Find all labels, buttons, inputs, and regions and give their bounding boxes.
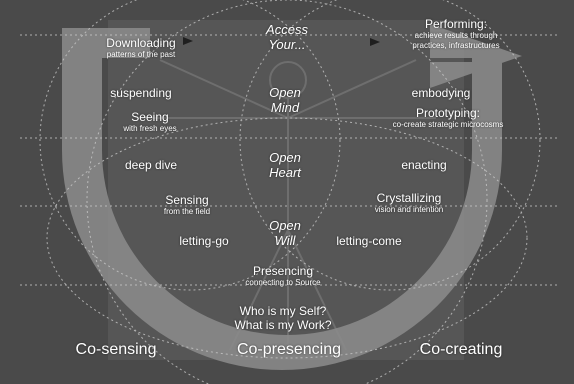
right-arrow-icon	[370, 38, 380, 46]
will-word: Will	[274, 233, 296, 248]
performing-title: Performing:	[424, 17, 488, 31]
seeing-title: Seeing	[131, 110, 169, 124]
open-heart-label: Open Heart	[269, 150, 301, 180]
questions-block: Who is my Self? What is my Work?	[234, 304, 331, 332]
prototyping-subtitle: co-create strategic microcosms	[392, 120, 504, 129]
co-creating-label: Co-creating	[419, 341, 503, 358]
presencing-subtitle: connecting to Source	[245, 278, 321, 287]
u-shape-arrow	[62, 24, 522, 370]
downloading-label: Downloading patterns of the past	[106, 36, 175, 60]
sensing-title: Sensing	[165, 193, 209, 207]
presencing-label: Presencing connecting to Source	[245, 264, 320, 288]
crystallizing-subtitle: vision and intention	[374, 205, 444, 214]
seeing-subtitle: with fresh eyes	[123, 124, 177, 133]
prototyping-title: Prototyping:	[415, 106, 481, 120]
right-arrow-icon	[183, 37, 193, 45]
your-line: Your...	[268, 37, 306, 52]
open-word: Open	[269, 150, 301, 165]
crystallizing-label: Crystallizing vision and intention	[375, 191, 444, 215]
prototyping-label: Prototyping: co-create strategic microco…	[393, 106, 504, 130]
downloading-subtitle: patterns of the past	[106, 50, 176, 59]
open-word: Open	[269, 85, 301, 100]
heart-word: Heart	[269, 165, 301, 180]
performing-subtitle-1: achieve results through	[414, 31, 498, 40]
crystallizing-title: Crystallizing	[376, 191, 442, 205]
downloading-title: Downloading	[106, 36, 176, 50]
question-work: What is my Work?	[234, 318, 332, 332]
performing-label: Performing: achieve results through prac…	[412, 17, 499, 51]
open-will-label: Open Will	[269, 218, 301, 248]
mind-word: Mind	[270, 100, 300, 115]
seeing-label: Seeing with fresh eyes	[123, 110, 176, 134]
co-sensing-label: Co-sensing	[75, 341, 157, 358]
deep-dive-label: deep dive	[124, 158, 178, 172]
sensing-label: Sensing from the field	[164, 193, 210, 217]
access-your-label: Access Your...	[266, 22, 308, 52]
co-presencing-label: Co-presencing	[236, 341, 342, 358]
presencing-title: Presencing	[252, 264, 314, 278]
performing-subtitle-2: practices, infrastructures	[412, 41, 500, 50]
enacting-label: enacting	[401, 158, 447, 172]
open-word: Open	[269, 218, 301, 233]
dotted-guides	[20, 0, 560, 384]
sensing-subtitle: from the field	[163, 207, 211, 216]
letting-come-label: letting-come	[336, 234, 402, 248]
open-mind-label: Open Mind	[269, 85, 301, 115]
question-self: Who is my Self?	[239, 304, 327, 318]
access-line: Access	[266, 22, 308, 37]
suspending-label: suspending	[110, 86, 172, 100]
embodying-label: embodying	[411, 86, 471, 100]
letting-go-label: letting-go	[179, 234, 229, 248]
